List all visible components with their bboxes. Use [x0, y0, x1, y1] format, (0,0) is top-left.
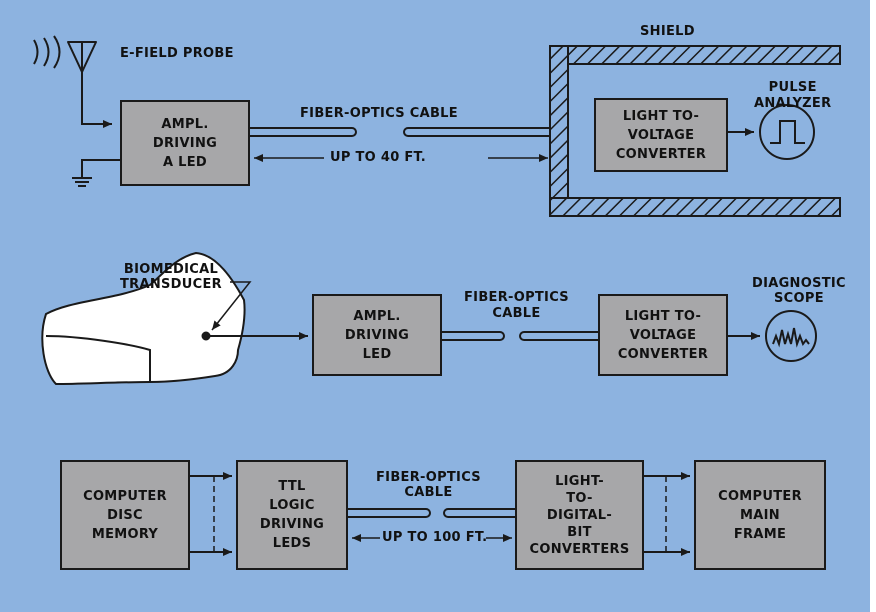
light-to-digital-bit-converters-box: LIGHT- TO- DIGITAL- BIT CONVERTERS — [515, 460, 644, 570]
antenna-icon — [33, 35, 97, 73]
light-to-digital-bit-converters-text: LIGHT- TO- DIGITAL- BIT CONVERTERS — [529, 473, 630, 557]
shield-label: SHIELD — [640, 24, 695, 39]
noisy-waveform-icon — [765, 310, 817, 362]
distance-label-1: UP TO 40 FT. — [330, 150, 426, 165]
ttl-logic-driving-leds-box: TTL LOGIC DRIVING LEDS — [236, 460, 348, 570]
ground-icon — [72, 159, 120, 187]
biomedical-transducer-label: BIOMEDICAL TRANSDUCER — [120, 262, 222, 292]
ttl-logic-driving-leds-text: TTL LOGIC DRIVING LEDS — [259, 479, 325, 551]
light-to-voltage-converter-text-2: LIGHT TO- VOLTAGE CONVERTER — [617, 308, 709, 362]
fiber-optic-cable-2 — [442, 331, 598, 341]
diagnostic-scope-label: DIAGNOSTIC SCOPE — [752, 276, 846, 306]
computer-main-frame-text: COMPUTER MAIN FRAME — [718, 488, 802, 542]
ampl-driving-led-box: AMPL. DRIVING LED — [312, 294, 442, 376]
memory-to-ttl-links — [190, 472, 232, 556]
fiber-optic-cable-3 — [348, 508, 515, 518]
computer-main-frame-box: COMPUTER MAIN FRAME — [694, 460, 826, 570]
converter-to-mainframe-links — [644, 472, 690, 556]
light-to-voltage-converter-text-1: LIGHT TO- VOLTAGE CONVERTER — [615, 108, 707, 162]
head-profile-icon — [41, 251, 246, 386]
distance-label-3: UP TO 100 FT. — [382, 530, 488, 545]
shield-enclosure — [549, 45, 841, 217]
e-field-probe-label: E-FIELD PROBE — [120, 46, 234, 61]
fiber-optics-cable-label-2: FIBER-OPTICS CABLE — [464, 290, 569, 321]
computer-disc-memory-text: COMPUTER DISC MEMORY — [83, 488, 167, 542]
fiber-optic-cable-1 — [250, 127, 560, 137]
ampl-driving-a-led-box: AMPL. DRIVING A LED — [120, 100, 250, 186]
light-to-voltage-converter-box-2: LIGHT TO- VOLTAGE CONVERTER — [598, 294, 728, 376]
ampl-driving-led-text: AMPL. DRIVING LED — [344, 308, 410, 362]
pulse-waveform-icon — [759, 104, 815, 160]
fiber-optics-cable-label-1: FIBER-OPTICS CABLE — [300, 106, 458, 121]
probe-to-amp-wire — [81, 72, 112, 128]
transducer-pointer — [211, 281, 252, 331]
fiber-optics-cable-label-3: FIBER-OPTICS CABLE — [376, 470, 481, 500]
light-to-voltage-converter-box-1: LIGHT TO- VOLTAGE CONVERTER — [594, 98, 728, 172]
computer-disc-memory-box: COMPUTER DISC MEMORY — [60, 460, 190, 570]
pulse-analyzer-label: PULSE ANALYZER — [754, 80, 832, 111]
ampl-driving-a-led-text: AMPL. DRIVING A LED — [152, 116, 218, 170]
